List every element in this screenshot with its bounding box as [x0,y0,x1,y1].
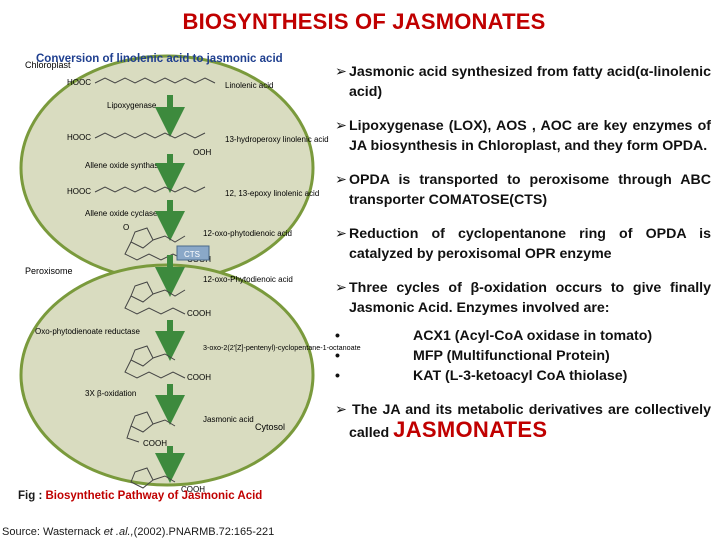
epoxy-structure [94,186,206,193]
cooh-label: COOH [187,373,211,382]
enzyme-list: • ACX1 (Acyl-CoA oxidase in tomato) • MFP … [335,326,711,386]
product-opc8: 3-oxo-2(2'[Z]-pentenyl)-cyclopentane-1-o… [203,343,361,352]
hydroperoxy-structure [94,132,206,139]
opda-structure [124,227,186,261]
peroxisome-label: Peroxisome [25,266,73,276]
bullet-item: ➢Lipoxygenase (LOX), AOS , AOC are key e… [335,116,711,156]
product-linolenic-acid: Linolenic acid [225,81,273,90]
caption-text: Biosynthetic Pathway of Jasmonic Acid [45,490,263,502]
bullet-text: Three cycles of β-oxidation occurs to gi… [349,280,711,316]
enzyme-text: ACX1 (Acyl-CoA oxidase in tomato) [413,328,653,344]
peroxisome-opda-structure [124,281,186,315]
product-13-hydroperoxy: 13-hydroperoxy linolenic acid [225,135,329,144]
enzyme-allene-oxide-cyclase: Allene oxide cyclase [85,209,158,218]
bullet-item: ➢Three cycles of β-oxidation occurs to g… [335,278,711,318]
source-prefix: Source: Wasternack [2,526,104,538]
hooc-label: HOOC [67,187,91,196]
cooh-label: COOH [181,485,205,494]
cts-label: CTS [184,250,200,259]
source-etal: et .al., [103,526,134,538]
cooh-label: COOH [187,309,211,318]
figure-header: Conversion of linolenic acid to jasmonic… [36,53,283,65]
arrow-bullet-icon: ➢ [335,280,347,296]
enzyme-beta-oxidation: 3X β-oxidation [85,389,136,398]
source-citation: Source: Wasternack et .al.,(2002).PNARMB… [2,526,274,538]
slide-title: BIOSYNTHESIS OF JASMONATES [182,9,546,34]
figure-caption: Fig : Biosynthetic Pathway of Jasmonic A… [18,490,262,502]
chloroplast-label: Chloroplast [25,60,71,70]
opc8-structure [124,345,186,379]
enzyme-opr: Oxo-phytodienoate reductase [35,327,141,336]
source-rest: (2002).PNARMB.72:165-221 [133,526,275,538]
bullet-text: Jasmonic acid synthesized from fatty aci… [349,64,711,100]
dot-bullet-icon: • [335,328,340,344]
enzyme-text: MFP (Multifunctional Protein) [413,348,610,364]
ooh-label: OOH [193,148,211,157]
jasmonates-emphasis: JASMONATES [393,417,548,442]
arrow-bullet-icon: ➢ [335,118,347,134]
final-bullet: ➢ The JA and its metabolic derivatives a… [335,400,711,443]
enzyme-lipoxygenase: Lipoxygenase [107,101,157,110]
bullet-item: ➢Reduction of cyclopentanone ring of OPD… [335,224,711,264]
bullet-list: ➢Jasmonic acid synthesized from fatty ac… [335,62,711,443]
pathway-diagram: Chloroplast Peroxisome Cytosol HOOC Lino… [19,54,361,494]
enzyme-item: • ACX1 (Acyl-CoA oxidase in tomato) [335,326,711,346]
dot-bullet-icon: • [335,348,340,364]
bullet-item: ➢OPDA is transported to peroxisome throu… [335,170,711,210]
bullet-text: Lipoxygenase (LOX), AOS , AOC are key en… [349,118,711,154]
enzyme-item: • KAT (L-3-ketoacyl CoA thiolase) [335,366,711,386]
arrow-bullet-icon: ➢ [335,402,347,418]
product-opda: 12-oxo-phytodienoic acid [203,229,292,238]
arrow-bullet-icon: ➢ [335,64,347,80]
caption-prefix: Fig : [18,490,46,502]
bullet-text: Reduction of cyclopentanone ring of OPDA… [349,226,711,262]
o-label: O [123,223,129,232]
arrow-bullet-icon: ➢ [335,172,347,188]
bullet-item: ➢Jasmonic acid synthesized from fatty ac… [335,62,711,102]
hooc-label: HOOC [67,78,91,87]
jasmonic-acid-structure [126,411,176,443]
final-bullet-text: The JA and its metabolic derivatives are… [346,402,711,441]
enzyme-text: KAT (L-3-ketoacyl CoA thiolase) [413,368,628,384]
cytosol-ja-structure [130,467,176,489]
product-jasmonic-acid: Jasmonic acid [203,415,254,424]
enzyme-allene-oxide-synthase: Allene oxide synthase [85,161,163,170]
arrow-bullet-icon: ➢ [335,226,347,242]
product-12-oxo-phytodienoic: 12-oxo-Phytodienoic acid [203,275,293,284]
enzyme-item: • MFP (Multifunctional Protein) [335,346,711,366]
linolenic-acid-structure [94,77,216,84]
cytosol-label: Cytosol [255,422,285,432]
product-12-13-epoxy: 12, 13-epoxy linolenic acid [225,189,319,198]
cts-transporter [176,245,210,261]
dot-bullet-icon: • [335,368,340,384]
bullet-text: OPDA is transported to peroxisome throug… [349,172,711,208]
hooc-label: HOOC [67,133,91,142]
cooh-label: COOH [143,439,167,448]
